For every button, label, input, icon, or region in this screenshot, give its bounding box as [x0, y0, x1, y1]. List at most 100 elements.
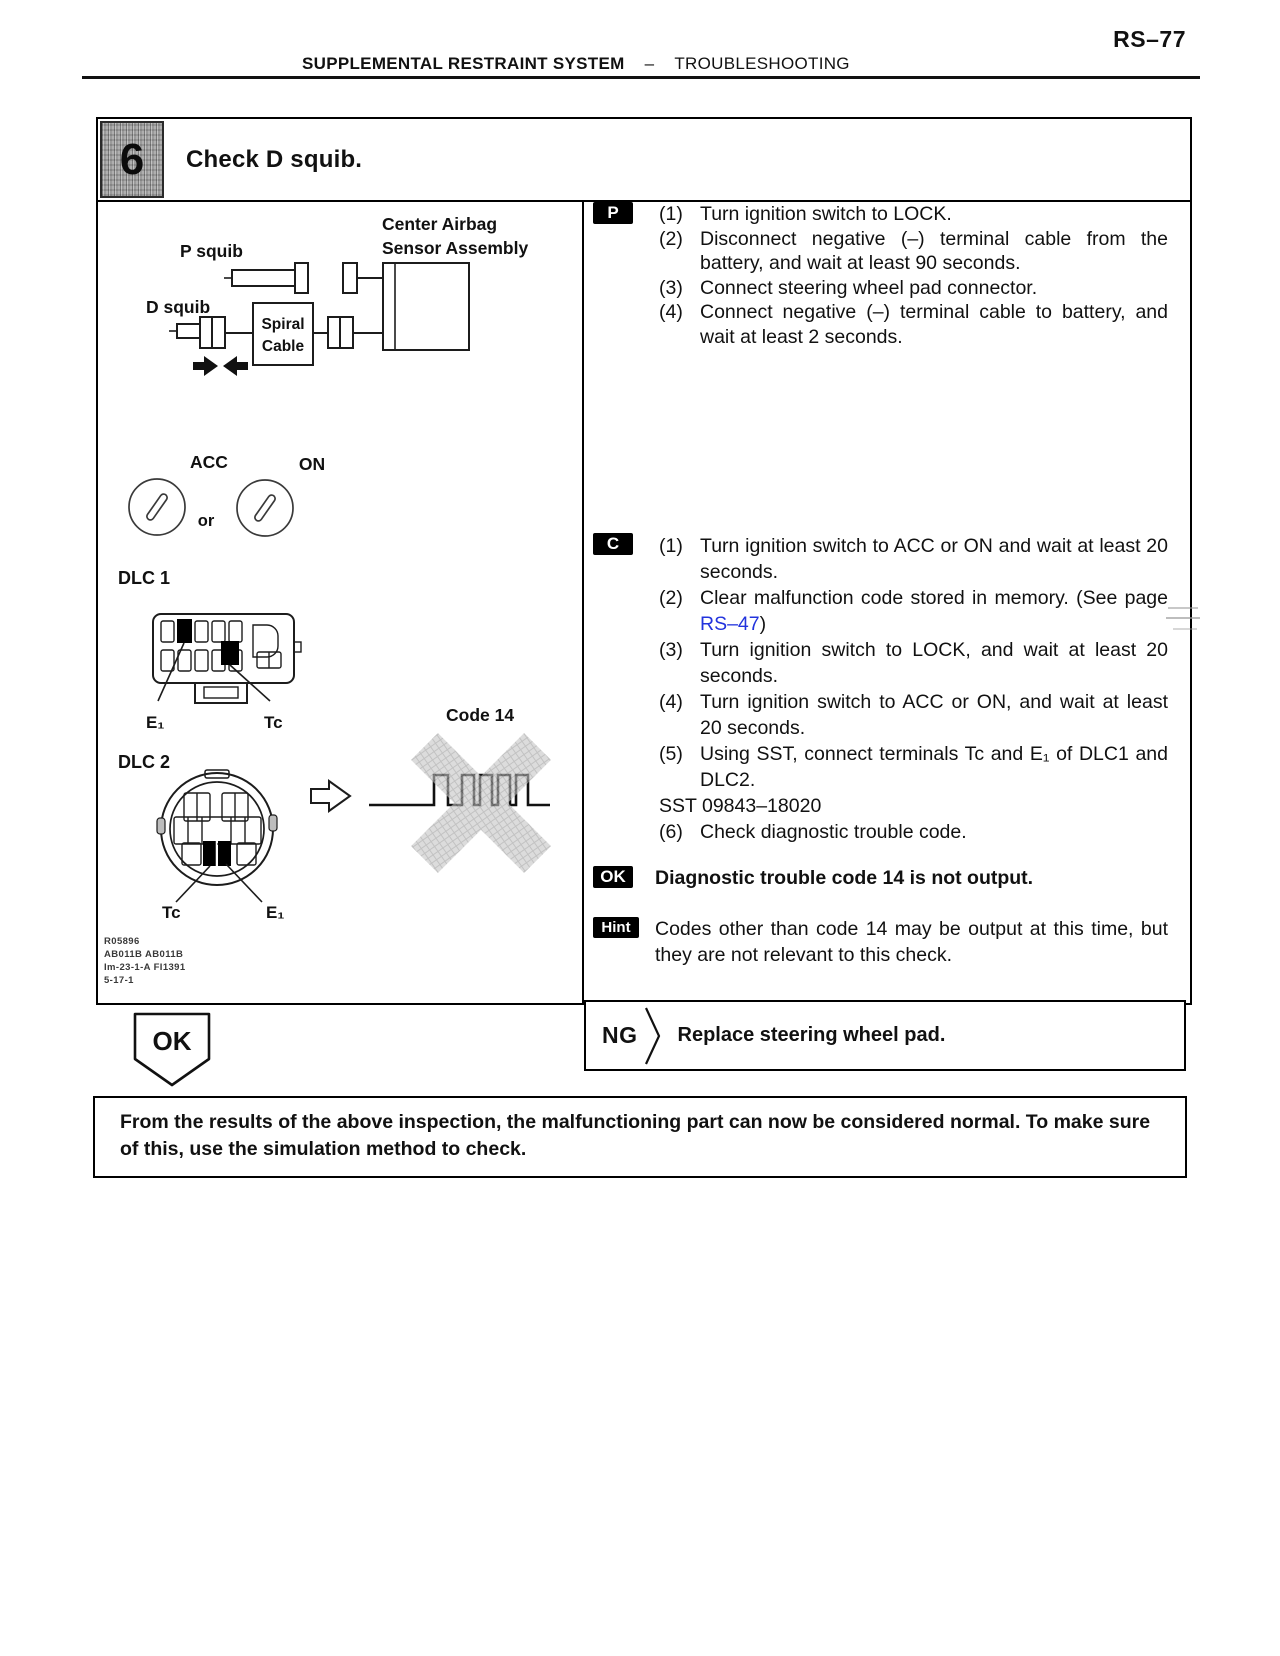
ng-action-text: Replace steering wheel pad. [677, 1024, 946, 1046]
ignition-on-label: ON [299, 454, 325, 474]
procedure-step: (4) Turn ignition switch to ACC or ON, a… [584, 689, 1186, 741]
step-text: Turn ignition switch to LOCK. [700, 203, 952, 225]
scan-artifact [1173, 628, 1197, 630]
procedure-step: (4) Connect negative (–) terminal cable … [584, 300, 1186, 349]
key-cylinder-acc [128, 478, 186, 536]
step-number: (2) [659, 587, 683, 609]
step-text: Turn ignition switch to ACC or ON, and w… [700, 691, 1168, 739]
sensor-assembly-box [382, 262, 470, 351]
dlc2-connector [156, 769, 278, 886]
header-dash: – [644, 54, 655, 73]
check-badge: C [593, 533, 633, 555]
ignition-diagram: ACC ON or [128, 452, 325, 537]
ok-route-arrow: OK [133, 1012, 211, 1087]
dlc1-label: DLC 1 [118, 568, 170, 588]
dlc1-e1-label: E₁ [146, 713, 164, 732]
column-divider [582, 200, 584, 1003]
open-arrow-icon [310, 779, 352, 813]
procedure-step: (1) Turn ignition switch to ACC or ON an… [584, 533, 1186, 585]
figure-ref-codes: R05896 AB011B AB011B Im-23-1-A FI1391 5-… [104, 936, 186, 986]
x-mark-icon [410, 732, 552, 874]
step-number: (4) [659, 691, 683, 713]
step-text: Disconnect negative (–) terminal cable f… [700, 227, 1168, 275]
procedure-step: (3) Turn ignition switch to LOCK, and wa… [584, 637, 1186, 689]
dlc1-connector [152, 613, 302, 704]
step-number-tile: 6 [100, 121, 164, 198]
ignition-acc-label: ACC [190, 452, 228, 472]
squib-diagram: Center Airbag Sensor Assembly P squib D … [146, 214, 528, 376]
ng-chevron-icon [644, 1007, 660, 1064]
sensor-assembly-label-1: Center Airbag [382, 214, 497, 234]
hint-text: Codes other than code 14 may be output a… [655, 918, 1168, 966]
step-text-part: ) [759, 613, 767, 635]
step-text: Clear malfunction code stored in memory.… [700, 585, 1168, 637]
step-number: (4) [659, 301, 683, 323]
step-title: Check D squib. [186, 145, 363, 173]
step-number: (6) [659, 821, 683, 843]
sst-line: SST 09843–18020 [659, 795, 822, 817]
p-squib-label: P squib [180, 241, 243, 261]
step-text: Using SST, connect terminals Tc and E₁ o… [700, 743, 1168, 791]
hint-badge: Hint [593, 917, 639, 938]
page-reference-link[interactable]: RS–47 [700, 613, 760, 635]
step-text: Connect negative (–) terminal cable to b… [700, 301, 1168, 348]
step-text: Turn ignition switch to LOCK, and wait a… [700, 639, 1168, 687]
key-cylinder-on [236, 479, 294, 537]
ref-code: AB011B AB011B [104, 949, 183, 960]
figure-panel: Center Airbag Sensor Assembly P squib D … [104, 214, 552, 986]
ok-result-text: Diagnostic trouble code 14 is not output… [655, 867, 1034, 889]
step-number: (5) [659, 743, 683, 765]
header-rule [82, 76, 1200, 79]
step-number: (1) [659, 203, 683, 225]
procedure-step: (6) Check diagnostic trouble code. [584, 819, 1186, 845]
step-text-part: Clear malfunction code stored in memory.… [700, 587, 1168, 609]
section-title: SUPPLEMENTAL RESTRAINT SYSTEM [302, 54, 625, 73]
procedure-step: (3) Connect steering wheel pad connector… [584, 276, 1186, 301]
page-number: RS–77 [1113, 26, 1186, 52]
dlc1-tc-label: Tc [264, 713, 283, 732]
ok-route-label: OK [153, 1026, 192, 1056]
code14-waveform [369, 732, 552, 874]
scan-artifact [1168, 607, 1198, 609]
procedure-step: (5) Using SST, connect terminals Tc and … [584, 741, 1186, 793]
dlc1-diagram: DLC 1 [118, 568, 302, 732]
prepare-badge: P [593, 202, 633, 224]
step-number: 6 [119, 134, 145, 184]
connect-arrows-icon [193, 356, 248, 376]
procedure-step: (1) Turn ignition switch to LOCK. [584, 202, 1186, 227]
subsection-title: TROUBLESHOOTING [674, 54, 850, 73]
check-block: C (1) Turn ignition switch to ACC or ON … [584, 533, 1186, 845]
sensor-assembly-label-2: Sensor Assembly [382, 238, 528, 258]
instructions-column: P (1) Turn ignition switch to LOCK. (2) … [584, 200, 1186, 1001]
ref-code: 5-17-1 [104, 975, 134, 986]
scan-artifact [1166, 617, 1200, 619]
step-text: Check diagnostic trouble code. [700, 821, 967, 843]
dlc2-label: DLC 2 [118, 752, 170, 772]
dlc2-tc-label: Tc [162, 903, 181, 922]
step-number: (3) [659, 639, 683, 661]
page-header: SUPPLEMENTAL RESTRAINT SYSTEM – TROUBLES… [302, 54, 850, 74]
dlc2-e1-label: E₁ [266, 903, 284, 922]
ref-code: Im-23-1-A FI1391 [104, 962, 186, 973]
procedure-step: (2) Clear malfunction code stored in mem… [584, 585, 1186, 637]
ok-badge: OK [593, 866, 633, 888]
step-text: Turn ignition switch to ACC or ON and wa… [700, 535, 1168, 583]
ref-code: R05896 [104, 936, 140, 947]
step-header: 6 Check D squib. [98, 119, 1190, 202]
step-text: Connect steering wheel pad connector. [700, 276, 1038, 299]
procedure-step: (2) Disconnect negative (–) terminal cab… [584, 227, 1186, 276]
spiral-cable-label-2: Cable [262, 338, 305, 355]
ignition-or-label: or [198, 512, 215, 530]
d-squib-label: D squib [146, 297, 210, 317]
procedure-box: 6 Check D squib. Center Airbag Sensor As… [96, 117, 1192, 1005]
code14-label: Code 14 [446, 705, 514, 725]
spiral-cable-label-1: Spiral [261, 316, 304, 333]
conclusion-note-box: From the results of the above inspection… [93, 1096, 1187, 1178]
spiral-cable-box [252, 302, 314, 366]
dlc2-diagram: DLC 2 [118, 752, 284, 922]
prepare-block: P (1) Turn ignition switch to LOCK. (2) … [584, 202, 1186, 349]
ng-badge: NG [602, 1022, 638, 1048]
conclusion-note-text: From the results of the above inspection… [120, 1111, 1151, 1160]
step-number: (3) [659, 276, 683, 299]
